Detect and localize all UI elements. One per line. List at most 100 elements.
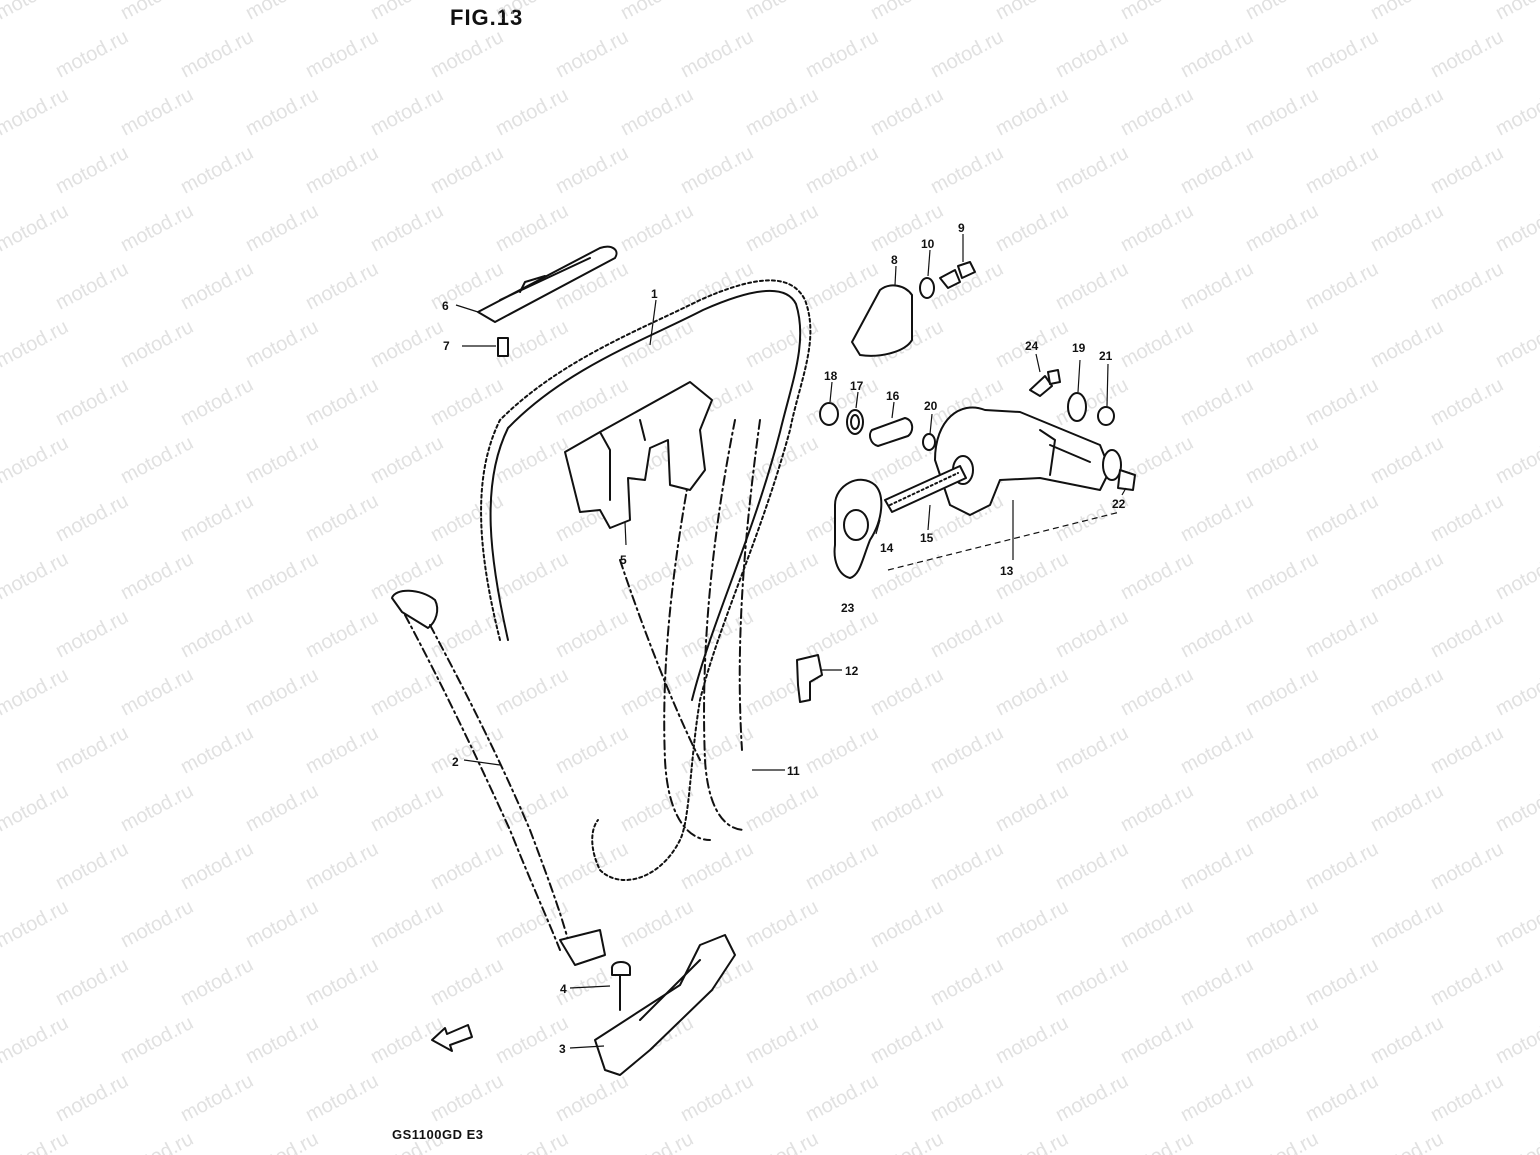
callout-3: 3 <box>559 1042 566 1056</box>
watermark-text: motod.ru <box>1052 954 1132 1010</box>
watermark-text: motod.ru <box>367 780 447 836</box>
watermark-text: motod.ru <box>177 954 257 1010</box>
watermark-text: motod.ru <box>1367 1128 1447 1155</box>
watermark-text: motod.ru <box>867 0 947 24</box>
watermark-text: motod.ru <box>1367 432 1447 488</box>
watermark-text: motod.ru <box>1177 26 1257 82</box>
watermark-text: motod.ru <box>1052 1070 1132 1126</box>
watermark-text: motod.ru <box>1242 84 1322 140</box>
spring-part <box>869 417 914 447</box>
watermark-text: motod.ru <box>1492 200 1540 256</box>
watermark-text: motod.ru <box>302 954 382 1010</box>
watermark-text: motod.ru <box>992 200 1072 256</box>
watermark-text: motod.ru <box>677 142 757 198</box>
watermark-text: motod.ru <box>1302 1070 1382 1126</box>
watermark-text: motod.ru <box>1302 954 1382 1010</box>
watermark-text: motod.ru <box>367 0 447 24</box>
watermark-text: motod.ru <box>927 838 1007 894</box>
watermark-text: motod.ru <box>802 142 882 198</box>
watermark-text: motod.ru <box>0 548 72 604</box>
watermark-text: motod.ru <box>1302 142 1382 198</box>
watermark-text: motod.ru <box>1177 722 1257 778</box>
figure-title: FIG.13 <box>450 5 524 30</box>
watermark-text: motod.ru <box>1242 896 1322 952</box>
watermark-text: motod.ru <box>117 780 197 836</box>
watermark-text: motod.ru <box>617 316 697 372</box>
callout-2: 2 <box>452 755 459 769</box>
watermark-text: motod.ru <box>117 896 197 952</box>
watermark-text: motod.ru <box>52 1070 132 1126</box>
watermark-text: motod.ru <box>927 954 1007 1010</box>
watermark-text: motod.ru <box>1117 548 1197 604</box>
watermark-text: motod.ru <box>0 1012 72 1068</box>
watermark-text: motod.ru <box>1302 374 1382 430</box>
watermark-text: motod.ru <box>177 606 257 662</box>
watermark-text: motod.ru <box>1492 84 1540 140</box>
watermark-text: motod.ru <box>1427 1070 1507 1126</box>
watermark-text: motod.ru <box>117 1128 197 1155</box>
callout-13: 13 <box>1000 564 1014 578</box>
watermark-text: motod.ru <box>617 548 697 604</box>
watermark-text: motod.ru <box>1427 722 1507 778</box>
front-arrow-icon <box>431 1024 473 1052</box>
watermark-text: motod.ru <box>427 1070 507 1126</box>
watermark-text: motod.ru <box>117 432 197 488</box>
seal-21-part <box>1097 406 1115 426</box>
watermark-text: motod.ru <box>1302 606 1382 662</box>
top-chain-guide-part <box>477 245 618 323</box>
watermark-text: motod.ru <box>242 200 322 256</box>
cap-bolt-part <box>939 261 976 289</box>
watermark-text: motod.ru <box>1427 374 1507 430</box>
watermark-text: motod.ru <box>117 664 197 720</box>
callout-7: 7 <box>443 339 450 353</box>
watermark-text: motod.ru <box>1117 200 1197 256</box>
callout-1: 1 <box>651 287 658 301</box>
watermark-text: motod.ru <box>677 1070 757 1126</box>
watermark-text: motod.ru <box>1177 142 1257 198</box>
watermark-text: motod.ru <box>117 548 197 604</box>
watermark-text: motod.ru <box>177 374 257 430</box>
watermark-text: motod.ru <box>742 84 822 140</box>
watermark-text: motod.ru <box>492 1128 572 1155</box>
watermark-text: motod.ru <box>1367 200 1447 256</box>
watermark-text: motod.ru <box>52 490 132 546</box>
watermark-text: motod.ru <box>1367 896 1447 952</box>
watermark-text: motod.ru <box>1117 1012 1197 1068</box>
watermark-text: motod.ru <box>552 142 632 198</box>
lower-guide-part <box>594 934 736 1076</box>
chain-guide-block-part <box>564 381 713 529</box>
watermark-text: motod.ru <box>1492 548 1540 604</box>
watermark-text: motod.ru <box>1242 432 1322 488</box>
watermark-text: motod.ru <box>1177 490 1257 546</box>
watermark-text: motod.ru <box>742 780 822 836</box>
watermark-text: motod.ru <box>677 722 757 778</box>
watermark-text: motod.ru <box>1492 1128 1540 1155</box>
callout-16: 16 <box>886 389 900 403</box>
watermark-text: motod.ru <box>427 26 507 82</box>
watermark-text: motod.ru <box>427 838 507 894</box>
seal-17-part <box>846 409 864 435</box>
watermark-text: motod.ru <box>367 896 447 952</box>
watermark-text: motod.ru <box>52 838 132 894</box>
callout-17: 17 <box>850 379 864 393</box>
watermark-text: motod.ru <box>242 316 322 372</box>
watermark-text: motod.ru <box>867 548 947 604</box>
watermark-text: motod.ru <box>1427 258 1507 314</box>
watermark-text: motod.ru <box>552 606 632 662</box>
watermark-text: motod.ru <box>302 374 382 430</box>
watermark-text: motod.ru <box>552 1070 632 1126</box>
seal-18-part <box>819 402 839 426</box>
watermark-text: motod.ru <box>992 1012 1072 1068</box>
watermark-text: motod.ru <box>242 0 322 24</box>
callout-23: 23 <box>841 601 855 615</box>
watermark-text: motod.ru <box>177 258 257 314</box>
watermark-text: motod.ru <box>1242 0 1322 24</box>
callout-6: 6 <box>442 299 449 313</box>
watermark-text: motod.ru <box>492 84 572 140</box>
model-code-label: GS1100GD E3 <box>392 1127 484 1142</box>
watermark-text: motod.ru <box>1117 896 1197 952</box>
watermark-text: motod.ru <box>302 26 382 82</box>
callout-21: 21 <box>1099 349 1113 363</box>
